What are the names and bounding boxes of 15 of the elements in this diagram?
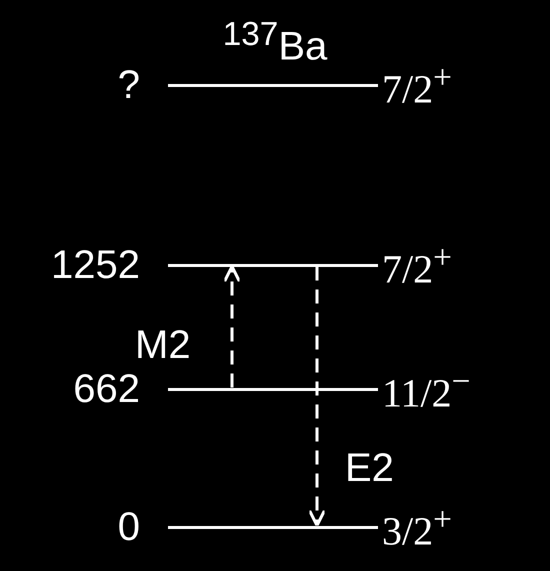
energy-level-line [168, 84, 378, 86]
transition-arrow [308, 266, 326, 527]
energy-label: 0 [118, 507, 140, 547]
spin-parity-label: 7/2$^{+}$ [382, 61, 452, 110]
spin-parity-label: 11/2$^{−}$ [382, 365, 470, 414]
energy-label: 1252 [51, 245, 140, 285]
transition-arrow [223, 265, 241, 388]
energy-level-line [168, 264, 378, 266]
spin-parity-label: 7/2$^{+}$ [382, 241, 452, 290]
energy-label: ? [118, 65, 140, 105]
title: $^{137}$Ba [222, 18, 328, 66]
energy-level-line [168, 526, 378, 528]
energy-level-line [168, 388, 378, 390]
spin-parity-label: 3/2$^{+}$ [382, 503, 452, 552]
energy-label: 662 [73, 369, 140, 409]
